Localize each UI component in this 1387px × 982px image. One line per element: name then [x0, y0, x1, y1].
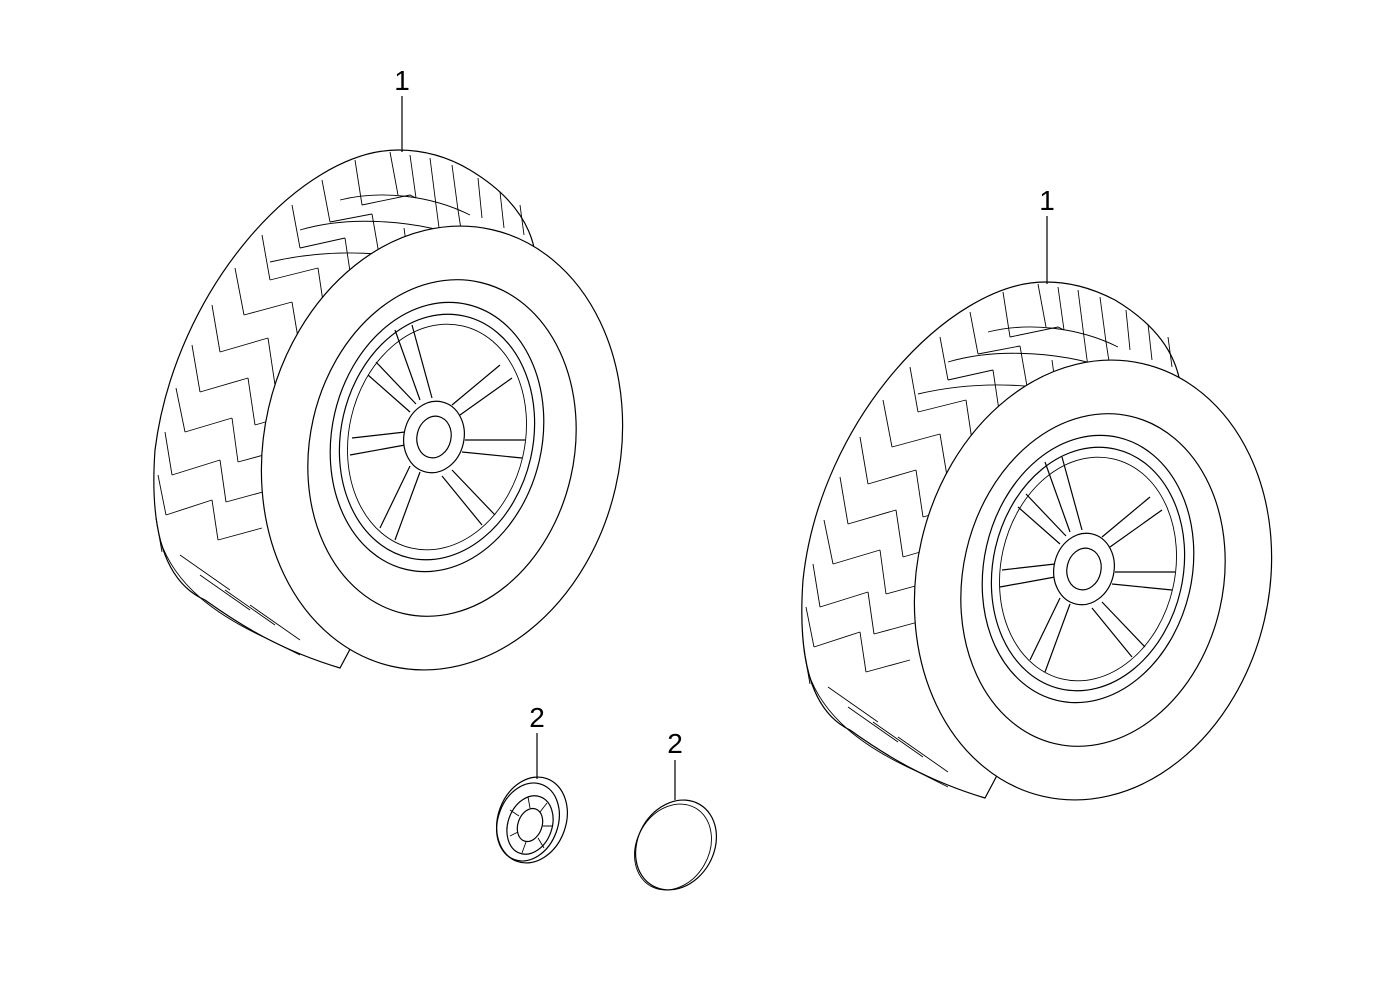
hubcap-ribbed: 2	[496, 702, 568, 864]
callout-wheel-right: 1	[1039, 185, 1055, 216]
tread-pattern-right	[803, 283, 1173, 788]
callout-wheel-left: 1	[394, 65, 410, 96]
hubcap-ribs	[509, 796, 552, 854]
spokes-right	[999, 456, 1175, 673]
callout-hubcap-ribbed: 2	[529, 702, 545, 733]
wheel-left: 1	[153, 65, 624, 671]
hubcap-plain: 2	[634, 728, 718, 891]
callout-hubcap-plain: 2	[667, 728, 683, 759]
wheel-right: 1	[801, 185, 1273, 801]
spokes-left	[349, 324, 525, 541]
